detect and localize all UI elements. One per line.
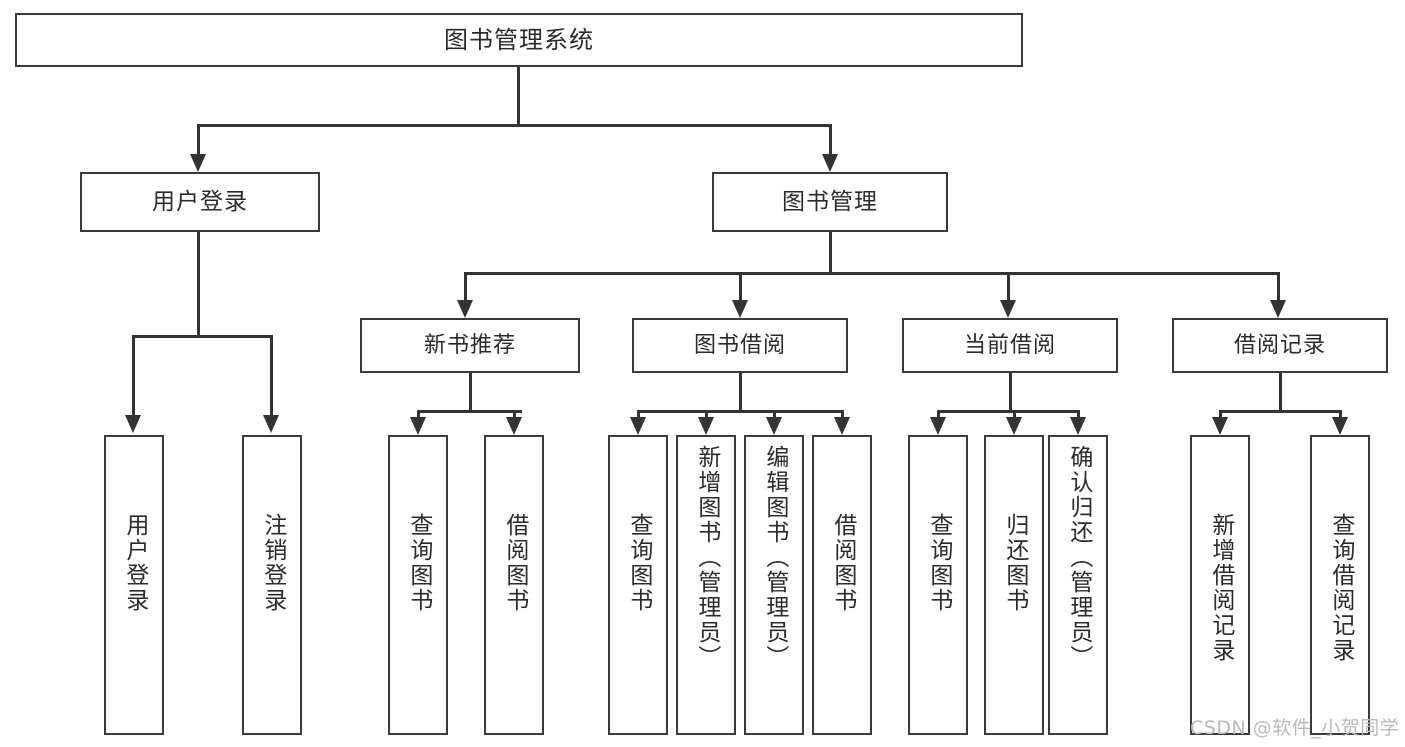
node-level2-3-label: 借阅记录 <box>1233 332 1326 358</box>
arrow-leaf-2 <box>410 417 426 435</box>
arrow-manage-3 <box>1270 300 1286 318</box>
arrow-root-0 <box>190 154 206 172</box>
arrow-leaf-6 <box>766 417 782 435</box>
arrow-leaf-4 <box>630 417 646 435</box>
node-leaf-11[interactable]: 新增借阅记录 <box>1190 435 1250 735</box>
connector-manage-bus <box>465 272 1280 275</box>
connector-group-bus-2 <box>938 410 1078 413</box>
arrow-manage-1 <box>732 300 748 318</box>
connector-group-bus-0 <box>418 410 522 413</box>
connector-leaf-drop-4 <box>637 410 640 417</box>
arrow-leaf-7 <box>834 417 850 435</box>
node-leaf-8[interactable]: 查询图书 <box>908 435 968 735</box>
node-leaf-10-label: 确认归还（管理员） <box>1065 445 1092 670</box>
arrow-leaf-9 <box>1006 417 1022 435</box>
node-leaf-4[interactable]: 查询图书 <box>608 435 668 735</box>
connector-group-stem-3 <box>1279 373 1282 410</box>
node-leaf-1[interactable]: 注销登录 <box>242 435 302 735</box>
node-leaf-12-label: 查询借阅记录 <box>1327 513 1354 663</box>
connector-manage-drop-0 <box>464 272 467 300</box>
connector-leaf-drop-7 <box>841 410 844 417</box>
connector-leaf-drop-3 <box>513 410 516 417</box>
connector-manage-drop-3 <box>1277 272 1280 300</box>
node-leaf-6[interactable]: 编辑图书（管理员） <box>744 435 804 735</box>
node-leaf-10[interactable]: 确认归还（管理员） <box>1048 435 1108 735</box>
node-level2-0-label: 新书推荐 <box>423 332 516 358</box>
node-leaf-11-label: 新增借阅记录 <box>1207 513 1234 663</box>
node-level2-2-label: 当前借阅 <box>963 332 1056 358</box>
connector-group-stem-2 <box>1009 373 1012 410</box>
node-leaf-0-label: 用户登录 <box>121 513 148 613</box>
node-level2-1[interactable]: 图书借阅 <box>632 318 848 373</box>
arrow-manage-2 <box>1000 300 1016 318</box>
arrow-login-1 <box>263 415 279 433</box>
connector-group-bus-1 <box>638 410 842 413</box>
node-leaf-7[interactable]: 借阅图书 <box>812 435 872 735</box>
connector-leaf-drop-10 <box>1077 410 1080 417</box>
arrow-leaf-10 <box>1070 417 1086 435</box>
connector-leaf-drop-12 <box>1339 410 1342 417</box>
connector-group-stem-1 <box>739 373 742 410</box>
arrow-leaf-5 <box>698 417 714 435</box>
node-leaf-9[interactable]: 归还图书 <box>984 435 1044 735</box>
arrow-leaf-3 <box>506 417 522 435</box>
connector-root-drop-1 <box>829 124 832 154</box>
node-root-label: 图书管理系统 <box>444 26 594 54</box>
arrow-leaf-11 <box>1212 417 1228 435</box>
node-level2-0[interactable]: 新书推荐 <box>360 318 580 373</box>
node-leaf-6-label: 编辑图书（管理员） <box>761 445 788 670</box>
node-root[interactable]: 图书管理系统 <box>15 13 1023 67</box>
node-leaf-2-label: 查询图书 <box>405 513 432 613</box>
connector-manage-drop-2 <box>1007 272 1010 300</box>
node-level1-0[interactable]: 用户登录 <box>80 172 320 232</box>
connector-leaf-drop-11 <box>1219 410 1222 417</box>
connector-leaf-drop-6 <box>773 410 776 417</box>
connector-leaf-drop-5 <box>705 410 708 417</box>
arrow-root-1 <box>822 154 838 172</box>
connector-login-drop-1 <box>270 335 273 415</box>
node-level2-2[interactable]: 当前借阅 <box>902 318 1118 373</box>
csdn-watermark: CSDN @软件_小贺同学 <box>1190 717 1400 739</box>
node-level1-1-label: 图书管理 <box>782 188 878 215</box>
node-leaf-9-label: 归还图书 <box>1001 513 1028 613</box>
node-leaf-7-label: 借阅图书 <box>829 513 856 613</box>
connector-login-bus <box>133 335 271 338</box>
node-leaf-0[interactable]: 用户登录 <box>104 435 164 735</box>
node-leaf-3[interactable]: 借阅图书 <box>484 435 544 735</box>
arrow-leaf-12 <box>1332 417 1348 435</box>
node-level2-1-label: 图书借阅 <box>693 332 786 358</box>
arrow-manage-0 <box>457 300 473 318</box>
connector-leaf-drop-2 <box>417 410 420 417</box>
node-leaf-5[interactable]: 新增图书（管理员） <box>676 435 736 735</box>
connector-group-stem-0 <box>469 373 472 410</box>
connector-login-drop-0 <box>132 335 135 415</box>
node-leaf-2[interactable]: 查询图书 <box>388 435 448 735</box>
node-level2-3[interactable]: 借阅记录 <box>1172 318 1388 373</box>
node-leaf-5-label: 新增图书（管理员） <box>693 445 720 670</box>
node-leaf-4-label: 查询图书 <box>625 513 652 613</box>
arrow-login-0 <box>125 415 141 433</box>
node-leaf-1-label: 注销登录 <box>259 513 286 613</box>
connector-root-bus <box>198 124 830 127</box>
connector-manage-stem <box>829 232 832 272</box>
arrow-leaf-8 <box>930 417 946 435</box>
connector-leaf-drop-9 <box>1013 410 1016 417</box>
node-leaf-8-label: 查询图书 <box>925 513 952 613</box>
connector-group-bus-3 <box>1220 410 1340 413</box>
connector-manage-drop-1 <box>739 272 742 300</box>
node-level1-0-label: 用户登录 <box>152 188 248 215</box>
connector-root-drop-0 <box>197 124 200 154</box>
node-leaf-3-label: 借阅图书 <box>501 513 528 613</box>
connector-login-stem <box>197 232 200 335</box>
connector-leaf-drop-8 <box>937 410 940 417</box>
connector-root-stem <box>517 67 520 124</box>
node-leaf-12[interactable]: 查询借阅记录 <box>1310 435 1370 735</box>
node-level1-1[interactable]: 图书管理 <box>712 172 948 232</box>
